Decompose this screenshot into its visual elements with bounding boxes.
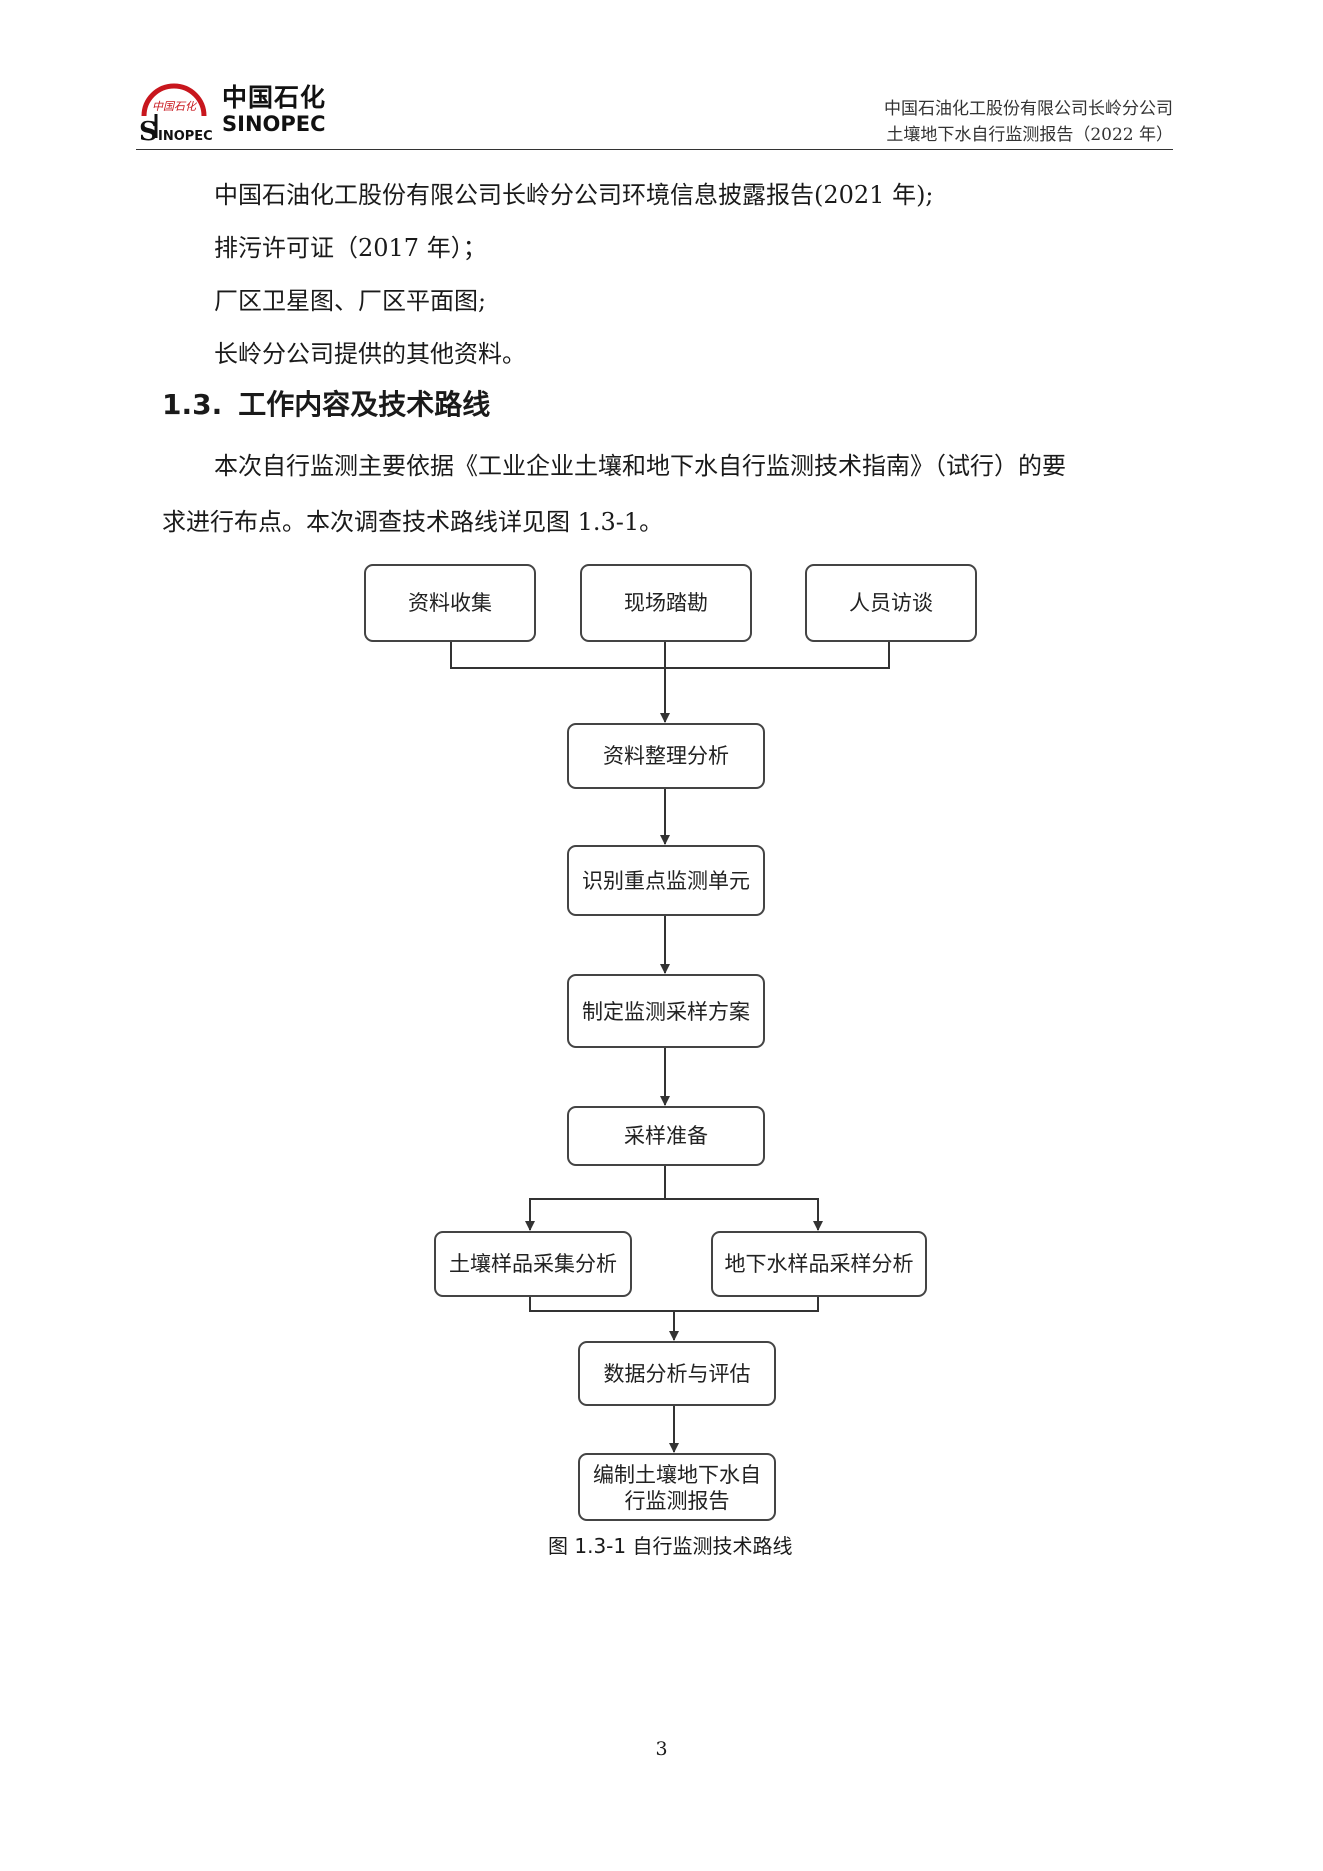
body-paragraph-line-2: 求进行布点。本次调查技术路线详见图 1.3-1。 <box>162 508 664 536</box>
flow-label: 现场踏勘 <box>624 591 708 615</box>
flow-box-report <box>578 1453 776 1521</box>
logo-chinese-text: 中国石化 <box>222 83 327 112</box>
page-header-info: 中国石油化工股份有限公司长岭分公司 土壤地下水自行监测报告（2022 年） <box>884 96 1173 148</box>
flow-label: 资料收集 <box>408 591 492 615</box>
header-company: 中国石油化工股份有限公司长岭分公司 <box>884 99 1173 119</box>
flow-label: 数据分析与评估 <box>604 1362 751 1386</box>
section-title: 工作内容及技术路线 <box>238 388 491 421</box>
section-number: 1.3. <box>162 388 223 421</box>
svg-text:INOPEC: INOPEC <box>158 129 213 144</box>
svg-text:中国石化: 中国石化 <box>152 100 198 113</box>
reference-item: 厂区卫星图、厂区平面图; <box>214 287 487 315</box>
flow-box-data-analysis <box>567 723 765 789</box>
flow-box-groundwater-sampling <box>711 1231 927 1297</box>
logo-english-text: SINOPEC <box>222 112 326 136</box>
flowchart-connectors <box>450 641 890 1453</box>
flow-box-evaluation <box>578 1341 776 1406</box>
sinopec-logo: 中国石化 S INOPEC 中国石化 SINOPEC <box>136 76 336 147</box>
flow-box-interviews <box>805 564 977 642</box>
header-divider <box>136 149 1173 150</box>
flow-label: 编制土壤地下水自 <box>593 1463 761 1487</box>
flow-label: 资料整理分析 <box>603 744 729 768</box>
svg-text:S: S <box>139 117 158 144</box>
flow-label: 制定监测采样方案 <box>582 1000 750 1024</box>
flow-label: 地下水样品采样分析 <box>725 1252 914 1276</box>
flow-label: 采样准备 <box>624 1124 708 1148</box>
flow-box-soil-sampling <box>434 1231 632 1297</box>
figure-caption: 图 1.3-1 自行监测技术路线 <box>548 1534 793 1558</box>
reference-item: 中国石油化工股份有限公司长岭分公司环境信息披露报告(2021 年); <box>214 181 934 209</box>
reference-item: 长岭分公司提供的其他资料。 <box>214 340 526 368</box>
page-number: 3 <box>655 1738 668 1760</box>
body-paragraph-line-1: 本次自行监测主要依据《工业企业土壤和地下水自行监测技术指南》（试行）的要 <box>214 452 1066 480</box>
flow-box-sampling-plan <box>567 974 765 1048</box>
header-report-title: 土壤地下水自行监测报告（2022 年） <box>886 125 1173 145</box>
flow-label: 人员访谈 <box>849 591 933 615</box>
sinopec-emblem-icon: 中国石化 S INOPEC <box>139 83 213 147</box>
flow-label: 识别重点监测单元 <box>582 869 750 893</box>
flow-label: 行监测报告 <box>625 1489 730 1513</box>
flow-box-sampling-prep <box>567 1106 765 1166</box>
flow-label: 土壤样品采集分析 <box>449 1252 617 1276</box>
flow-box-identify-units <box>567 845 765 916</box>
section-heading: 1.3. 工作内容及技术路线 <box>162 383 490 423</box>
flow-box-site-survey <box>580 564 752 642</box>
flow-box-data-collection <box>364 564 536 642</box>
reference-item: 排污许可证（2017 年）； <box>214 234 487 262</box>
